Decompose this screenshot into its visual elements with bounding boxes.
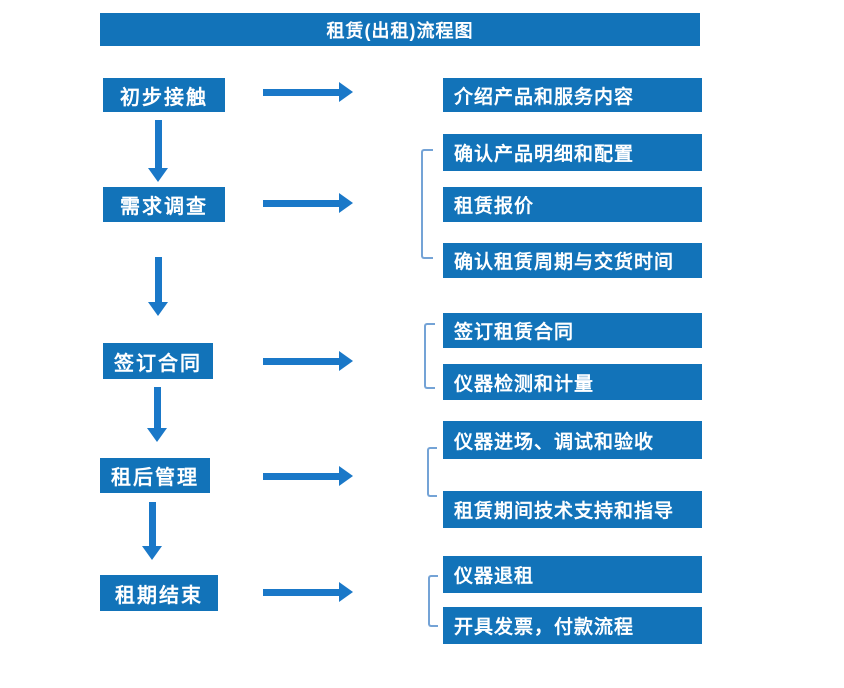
arrow-head bbox=[148, 168, 168, 182]
detail-box-instrument-arrival-commissioning: 仪器进场、调试和验收 bbox=[443, 421, 702, 459]
arrow-head bbox=[142, 546, 162, 560]
detail-box-instrument-return: 仪器退租 bbox=[443, 556, 702, 593]
step-box-initial-contact: 初步接触 bbox=[103, 78, 225, 112]
arrow-shaft bbox=[263, 357, 339, 365]
down-arrow-icon bbox=[147, 387, 167, 442]
detail-box-technical-support-guidance: 租赁期间技术支持和指导 bbox=[443, 491, 702, 528]
arrow-head bbox=[339, 351, 353, 371]
arrow-shaft bbox=[263, 88, 339, 96]
right-arrow-icon bbox=[263, 582, 353, 602]
right-arrow-icon bbox=[263, 351, 353, 371]
group-bracket bbox=[424, 323, 435, 389]
arrow-shaft bbox=[263, 588, 339, 596]
right-arrow-icon bbox=[263, 82, 353, 102]
right-arrow-icon bbox=[263, 466, 353, 486]
detail-box-confirm-product-details: 确认产品明细和配置 bbox=[443, 134, 702, 171]
arrow-head bbox=[339, 466, 353, 486]
detail-box-sign-rental-contract: 签订租赁合同 bbox=[443, 313, 702, 348]
arrow-shaft bbox=[154, 257, 162, 302]
arrow-head bbox=[147, 428, 167, 442]
detail-box-invoice-payment-process: 开具发票，付款流程 bbox=[443, 607, 702, 644]
arrow-shaft bbox=[154, 120, 162, 168]
detail-box-rental-quote: 租赁报价 bbox=[443, 187, 702, 222]
arrow-shaft bbox=[263, 472, 339, 480]
group-bracket bbox=[421, 149, 433, 259]
step-box-sign-contract: 签订合同 bbox=[103, 343, 213, 379]
arrow-shaft bbox=[153, 387, 161, 428]
arrow-shaft bbox=[263, 199, 339, 207]
arrow-shaft bbox=[148, 502, 156, 546]
step-box-post-rental-management: 租后管理 bbox=[100, 458, 210, 493]
flowchart-title: 租赁(出租)流程图 bbox=[100, 13, 700, 46]
arrow-head bbox=[148, 302, 168, 316]
detail-box-introduce-products-services: 介绍产品和服务内容 bbox=[443, 78, 702, 112]
arrow-head bbox=[339, 82, 353, 102]
arrow-head bbox=[339, 582, 353, 602]
arrow-head bbox=[339, 193, 353, 213]
down-arrow-icon bbox=[142, 502, 162, 560]
right-arrow-icon bbox=[263, 193, 353, 213]
group-bracket bbox=[428, 575, 438, 627]
down-arrow-icon bbox=[148, 120, 168, 182]
down-arrow-icon bbox=[148, 257, 168, 316]
detail-box-confirm-rental-period-delivery: 确认租赁周期与交货时间 bbox=[443, 243, 702, 278]
group-bracket bbox=[427, 447, 437, 497]
step-box-rental-end: 租期结束 bbox=[100, 575, 218, 611]
detail-box-instrument-testing-metering: 仪器检测和计量 bbox=[443, 364, 702, 400]
step-box-demand-survey: 需求调查 bbox=[103, 187, 225, 222]
